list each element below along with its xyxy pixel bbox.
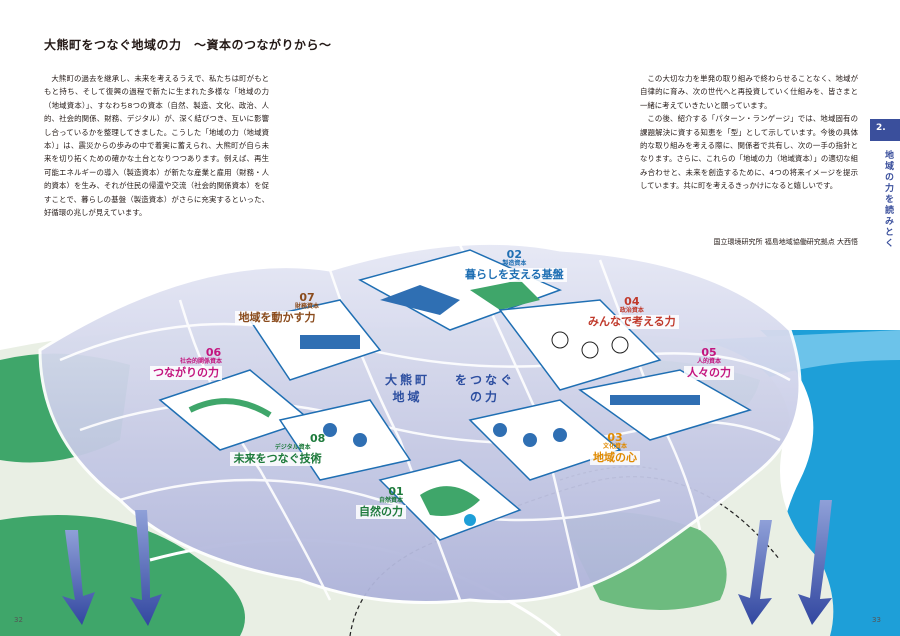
- capital-category: デジタル資本: [274, 444, 311, 452]
- capital-label-07: 07 財務資本 地域を動かす力: [235, 291, 320, 325]
- land-hills-bottom: [0, 515, 245, 636]
- capital-label-01: 01 自然資本 自然の力: [356, 485, 406, 519]
- capital-category: 自然資本: [378, 497, 403, 505]
- capital-num: 07: [299, 291, 315, 304]
- page-title: 大熊町をつなぐ地域の力 ～資本のつながりから～: [44, 38, 332, 52]
- capital-name: 暮らしを支える基盤: [462, 267, 567, 282]
- capital-category: 製造資本: [502, 260, 527, 268]
- capital-num: 02: [506, 248, 522, 261]
- capital-category: 文化資本: [602, 443, 627, 451]
- center-text-2b: の力: [470, 390, 501, 405]
- closing-paragraph-2: この後、紹介する「パターン・ランゲージ」では、地域固有の課題解決に資する知恵を「…: [640, 114, 858, 191]
- capital-label-03: 03 文化資本 地域の心: [590, 431, 640, 465]
- capital-category: 社会的関係資本: [180, 358, 223, 366]
- capital-label-08: 08 デジタル資本 未来をつなぐ技術: [230, 432, 326, 466]
- capital-num: 08: [310, 432, 326, 445]
- capital-name: つながりの力: [150, 365, 223, 380]
- capital-num: 05: [701, 346, 717, 359]
- chapter-tab: 2.: [870, 119, 900, 141]
- capital-category: 政治資本: [619, 307, 644, 315]
- capital-name: 自然の力: [356, 504, 406, 519]
- page-number-right: 33: [872, 616, 881, 624]
- capital-category: 財務資本: [295, 303, 320, 311]
- capital-num: 04: [624, 295, 640, 308]
- center-text-col2: をつなぐ の力: [455, 372, 515, 407]
- closing-paragraph-1: この大切な力を単発の取り組みで終わらせることなく、地域が自律的に育み、次の世代へ…: [640, 74, 858, 110]
- capital-num: 03: [607, 431, 623, 444]
- center-text-1a: 大熊町: [385, 373, 431, 387]
- capital-label-06: 06 社会的関係資本 つながりの力: [150, 346, 223, 380]
- closing-column: この大切な力を単発の取り組みで終わらせることなく、地域が自律的に育み、次の世代へ…: [640, 72, 858, 193]
- center-text-col1: 大熊町 地域: [385, 372, 430, 407]
- capital-name: 地域を動かす力: [235, 310, 320, 325]
- center-text-1b: 地域: [392, 390, 423, 405]
- capital-name: 人々の力: [684, 365, 734, 380]
- center-text-2a: をつなぐ: [455, 373, 516, 387]
- chapter-number: 2.: [876, 123, 886, 133]
- capital-name: 地域の心: [590, 450, 640, 465]
- vignette-03: [468, 399, 622, 481]
- capital-num: 06: [205, 346, 222, 359]
- intro-column: 大熊町の過去を継承し、未来を考えるうえで、私たちは町がもともと持ち、そして復興の…: [44, 72, 269, 219]
- author-credit: 国立環境研究所 福島地域協働研究拠点 大西悟: [713, 238, 858, 246]
- vignette-01: [378, 459, 522, 541]
- capital-category: 人的資本: [696, 358, 721, 366]
- capital-label-05: 05 人的資本 人々の力: [684, 346, 734, 380]
- chapter-label: 地域の力を読みとく: [883, 150, 893, 249]
- capital-name: みんなで考える力: [585, 314, 679, 329]
- page-number-left: 32: [14, 616, 23, 624]
- capital-label-02: 02 製造資本 暮らしを支える基盤: [462, 248, 567, 282]
- capital-label-04: 04 政治資本 みんなで考える力: [585, 295, 679, 329]
- vignette-05: [578, 369, 752, 441]
- arrows: [62, 500, 832, 626]
- capital-name: 未来をつなぐ技術: [230, 451, 326, 466]
- capital-num: 01: [388, 485, 404, 498]
- intro-paragraph: 大熊町の過去を継承し、未来を考えるうえで、私たちは町がもともと持ち、そして復興の…: [44, 74, 269, 218]
